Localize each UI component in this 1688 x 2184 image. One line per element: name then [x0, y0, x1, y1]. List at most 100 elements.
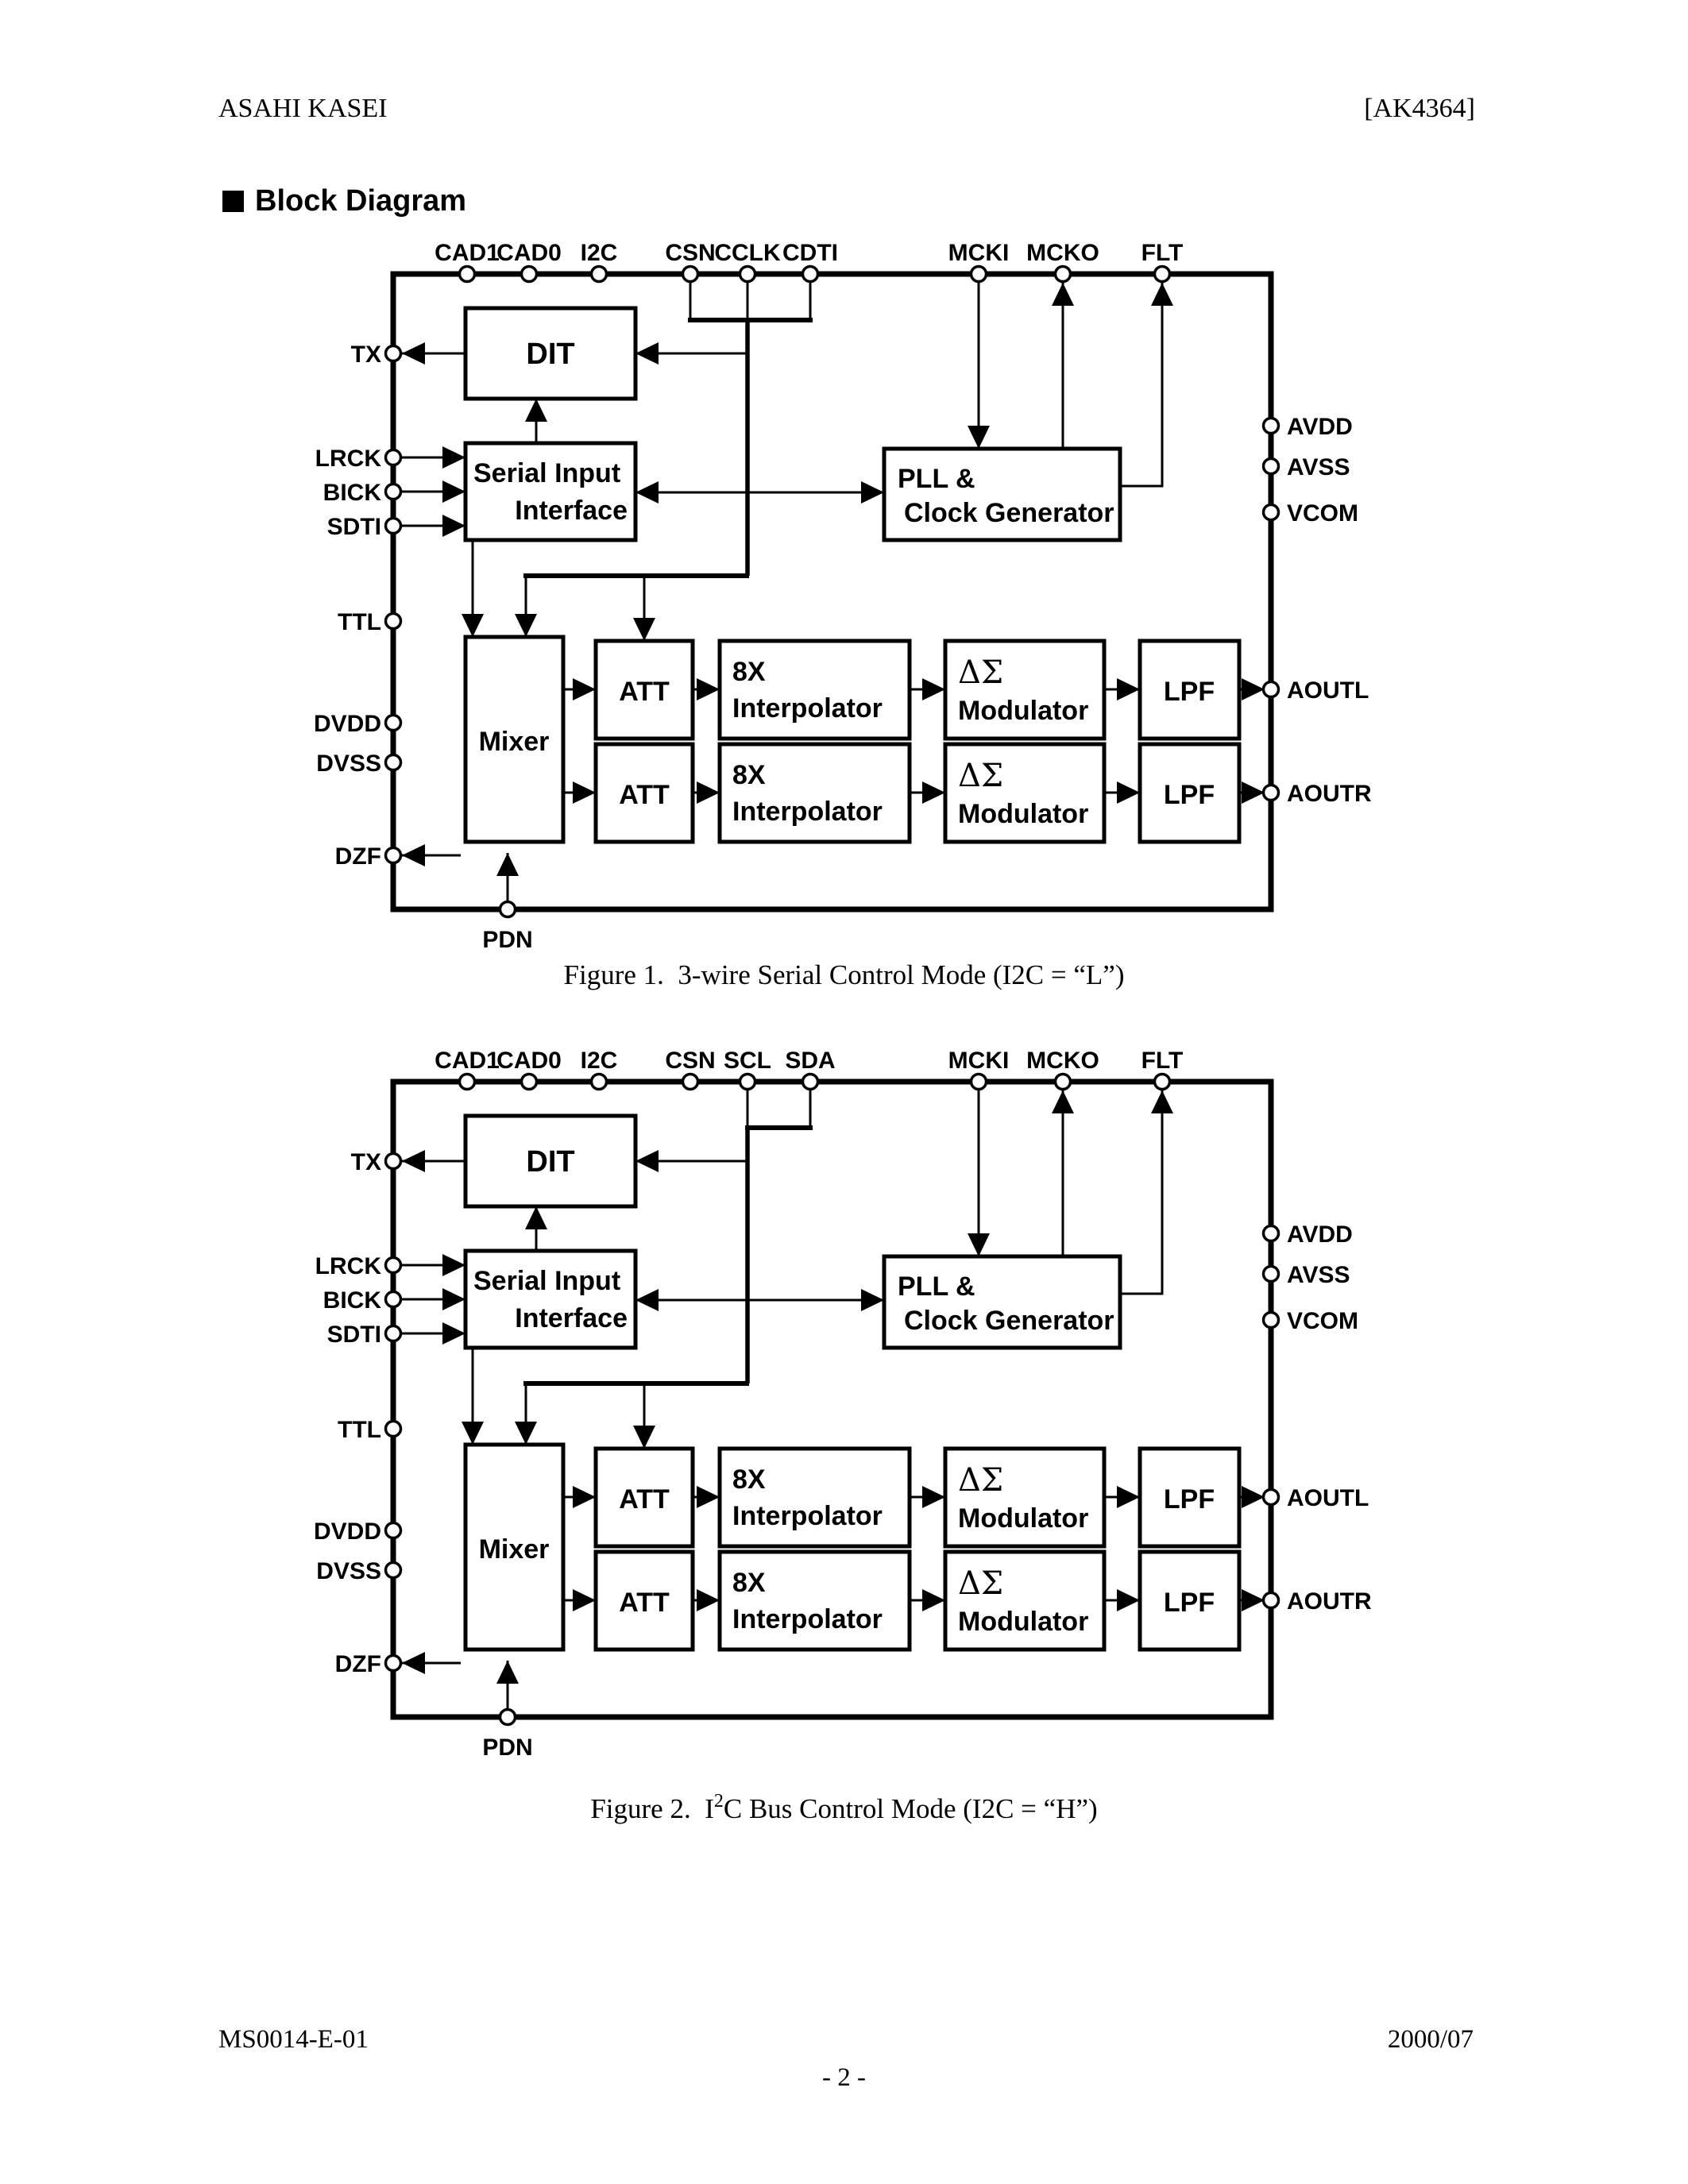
- svg-text:TX: TX: [351, 341, 381, 368]
- svg-text:CAD1: CAD1: [435, 1048, 500, 1074]
- pin-avdd: AVDD: [1261, 1221, 1353, 1248]
- signal-wires: [400, 1089, 1265, 1717]
- pin-aoutr: AOUTR: [1261, 1588, 1372, 1615]
- section-heading: Block Diagram: [222, 184, 466, 218]
- svg-text:BICK: BICK: [323, 480, 382, 506]
- block-interp-right-label-1: 8X: [732, 760, 766, 790]
- pin-dzf: DZF: [335, 1651, 403, 1677]
- block-interp-right-label-1: 8X: [732, 1568, 766, 1598]
- part-number: [AK4364]: [1364, 94, 1475, 123]
- left-pins: TX LRCK BICK SDTI TTL DVDD DVSS DZF: [314, 1149, 403, 1677]
- block-mixer: Mixer: [463, 1442, 566, 1652]
- svg-text:CSN: CSN: [665, 1048, 715, 1074]
- block-dit: DIT: [463, 1113, 638, 1209]
- svg-text:SCL: SCL: [724, 1048, 771, 1074]
- block-pll-label-1: PLL &: [898, 1271, 975, 1302]
- svg-text:CAD0: CAD0: [496, 1048, 562, 1074]
- svg-text:MCKO: MCKO: [1026, 1048, 1099, 1074]
- pin-mcki: MCKI: [948, 240, 1009, 284]
- svg-text:LRCK: LRCK: [315, 1253, 382, 1279]
- svg-text:AOUTL: AOUTL: [1287, 677, 1369, 704]
- pin-aoutr: AOUTR: [1261, 781, 1372, 807]
- block-lpf-right-label: LPF: [1164, 1588, 1215, 1618]
- block-mixer-label: Mixer: [479, 1534, 550, 1565]
- block-att-right-label: ATT: [619, 780, 670, 810]
- block-interp-left-label-2: Interpolator: [732, 693, 883, 723]
- svg-text:VCOM: VCOM: [1287, 1308, 1358, 1334]
- pin-csn: CSN: [665, 240, 716, 284]
- svg-text:BICK: BICK: [323, 1287, 382, 1314]
- block-att-right: ATT: [593, 1549, 695, 1652]
- pin-bick: BICK: [323, 480, 403, 506]
- pin-mcko: MCKO: [1026, 240, 1099, 284]
- svg-text:DVDD: DVDD: [314, 1518, 381, 1545]
- svg-text:SDTI: SDTI: [327, 514, 381, 540]
- svg-text:TTL: TTL: [338, 1417, 381, 1443]
- svg-text:AVDD: AVDD: [1287, 414, 1353, 440]
- pin-pdn: PDN: [482, 1707, 533, 1761]
- pin-dzf: DZF: [335, 843, 403, 870]
- pin-ttl: TTL: [338, 1417, 403, 1443]
- svg-text:DZF: DZF: [335, 1651, 381, 1677]
- block-att-right-label: ATT: [619, 1588, 670, 1618]
- pin-lrck: LRCK: [315, 446, 403, 472]
- pin-tx: TX: [351, 1149, 403, 1175]
- document-id: MS0014-E-01: [218, 2025, 369, 2054]
- block-dit-label: DIT: [526, 1145, 574, 1179]
- company-name: ASAHI KASEI: [218, 94, 388, 123]
- document-date: 2000/07: [1387, 2025, 1474, 2054]
- block-mod-left-label-1: ΔΣ: [958, 654, 1003, 691]
- block-dit: DIT: [463, 306, 638, 401]
- section-bullet-icon: [222, 191, 244, 212]
- wire-pll-to-flt: [1120, 1090, 1173, 1295]
- svg-text:MCKO: MCKO: [1026, 240, 1099, 266]
- pin-sdti: SDTI: [327, 514, 403, 540]
- pin-vcom: VCOM: [1261, 1308, 1358, 1334]
- chip-boundary: [390, 271, 1274, 913]
- pin-avdd: AVDD: [1261, 414, 1353, 440]
- svg-text:DVSS: DVSS: [316, 1558, 381, 1584]
- block-sii-label-2: Interface: [515, 1303, 628, 1333]
- control-bus-wires: [515, 1085, 813, 1449]
- pin-csn: CSN: [665, 1048, 716, 1091]
- block-mod-right-label-2: Modulator: [958, 799, 1088, 829]
- block-interpolator-left: 8X Interpolator: [717, 1446, 912, 1549]
- pin-i2c: I2C: [581, 1048, 617, 1091]
- block-diagram-figure1: DIT Serial Input Interface PLL & Clock G…: [314, 240, 1372, 953]
- pin-flt: FLT: [1141, 240, 1183, 284]
- pin-avss: AVSS: [1261, 1262, 1350, 1288]
- pin-scl: SCL: [724, 1048, 771, 1091]
- caption-superscript: 2: [713, 1791, 724, 1812]
- page-number: - 2 -: [822, 2063, 866, 2092]
- pin-vcom: VCOM: [1261, 500, 1358, 527]
- block-pll-clock-generator: PLL & Clock Generator: [882, 1254, 1122, 1350]
- pin-cclk: CCLK: [714, 240, 781, 284]
- svg-text:DZF: DZF: [335, 843, 381, 870]
- block-att-right: ATT: [593, 742, 695, 844]
- block-lpf-left: LPF: [1138, 639, 1242, 741]
- svg-text:TX: TX: [351, 1149, 381, 1175]
- pin-dvss: DVSS: [316, 751, 403, 777]
- pin-dvss: DVSS: [316, 1558, 403, 1584]
- bottom-pins: PDN: [482, 1707, 533, 1761]
- block-lpf-right: LPF: [1138, 742, 1242, 844]
- block-mod-right-label-1: ΔΣ: [958, 758, 1003, 794]
- block-serial-input-interface: Serial Input Interface: [463, 441, 638, 542]
- section-title: Block Diagram: [255, 184, 467, 218]
- block-pll-label-2: Clock Generator: [904, 498, 1114, 528]
- block-mod-right-label-2: Modulator: [958, 1607, 1088, 1637]
- pin-avss: AVSS: [1261, 454, 1350, 480]
- right-pins: AVDD AVSS VCOM AOUTL AOUTR: [1261, 1221, 1372, 1615]
- chip-boundary: [390, 1078, 1274, 1720]
- block-lpf-right: LPF: [1138, 1549, 1242, 1652]
- pin-tx: TX: [351, 341, 403, 368]
- block-lpf-left: LPF: [1138, 1446, 1242, 1549]
- svg-text:AVDD: AVDD: [1287, 1221, 1353, 1248]
- pin-cad0: CAD0: [496, 240, 562, 284]
- pin-bick: BICK: [323, 1287, 403, 1314]
- top-pins: CAD1 CAD0 I2C CSN SCL SDA MCKI MCKO FLT: [435, 1048, 1183, 1091]
- wire-pll-to-flt: [1120, 283, 1173, 488]
- pin-i2c: I2C: [581, 240, 617, 284]
- block-sii-label-1: Serial Input: [473, 1266, 620, 1296]
